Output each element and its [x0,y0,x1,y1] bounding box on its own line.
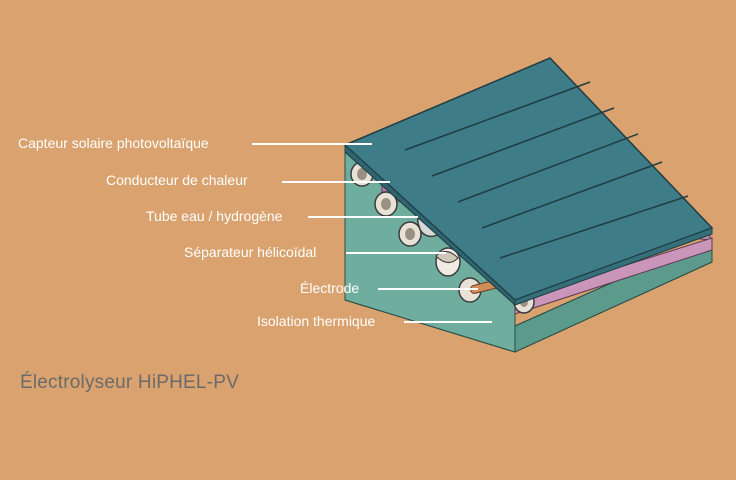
leader-pv-panel [252,143,372,145]
leader-separator [346,252,446,254]
leader-insulation [404,321,492,323]
label-pv-panel: Capteur solaire photovoltaïque [18,135,209,151]
diagram-title: Électrolyseur HiPHEL-PV [20,372,239,393]
label-tube: Tube eau / hydrogène [146,208,283,224]
label-insulation: Isolation thermique [257,313,376,329]
leader-electrode [378,288,478,290]
leader-tube [308,216,418,218]
pv-panel [343,57,714,307]
label-heat-conductor: Conducteur de chaleur [106,172,248,188]
label-separator: Séparateur hélicoïdal [184,244,317,260]
leader-heat-conductor [282,181,390,183]
label-electrode: Électrode [300,280,360,296]
